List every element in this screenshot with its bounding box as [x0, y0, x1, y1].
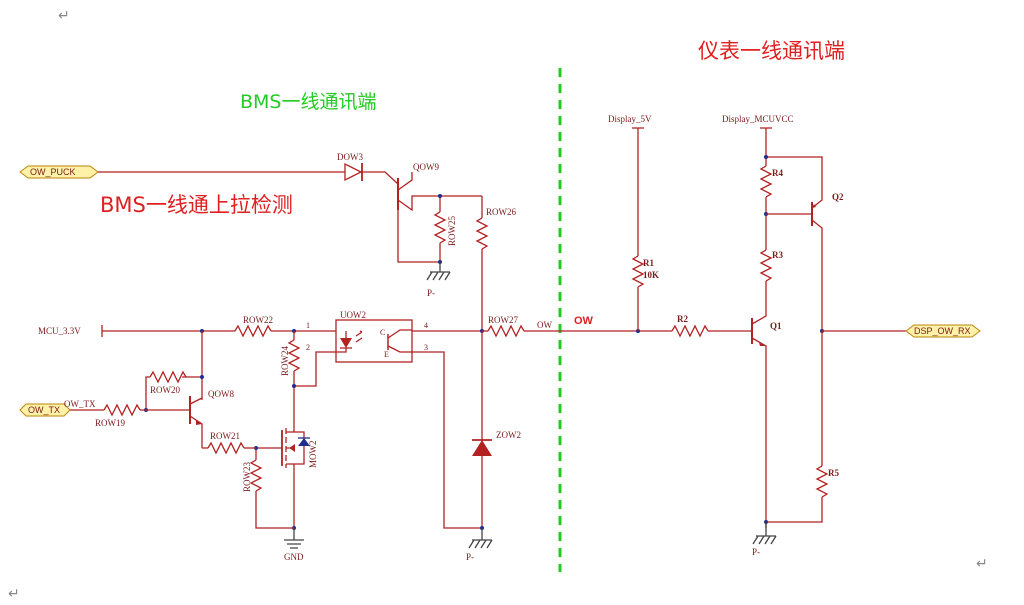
ground-symbol [426, 262, 451, 281]
ow-puck-label: OW_PUCK [30, 167, 76, 177]
return-mark-bottom-left: ↵ [8, 586, 20, 602]
ow-tx-label: OW_TX [28, 405, 60, 415]
mosfet-mow2 [281, 428, 310, 470]
return-mark-bottom-right: ↵ [976, 556, 988, 572]
dow3-label: DOW3 [337, 152, 363, 162]
return-mark-top-left: ↵ [58, 8, 70, 24]
junction [200, 375, 204, 379]
q2-label: Q2 [832, 192, 844, 202]
display-5v-label: Display_5V [608, 114, 652, 124]
resistor-row20 [149, 370, 187, 384]
ground-symbol [752, 522, 777, 545]
uow2-pin3: 3 [424, 343, 428, 352]
row23-label: ROW23 [242, 462, 252, 492]
resistor-row19 [103, 403, 141, 417]
qow8-label: QOW8 [208, 389, 234, 399]
ow-puck-port[interactable]: OW_PUCK [19, 165, 99, 179]
diode-dow3 [344, 162, 363, 182]
p-minus-label-top: P- [427, 288, 435, 298]
resistor-row26 [475, 217, 489, 250]
row19-label: ROW19 [95, 418, 125, 428]
uow2-pin4: 4 [424, 321, 428, 330]
row20-label: ROW20 [150, 385, 180, 395]
uow2-pin2: 2 [306, 343, 310, 352]
uow2-label: UOW2 [340, 310, 366, 320]
junction [438, 194, 442, 198]
ow-tx-port[interactable]: OW_TX [19, 403, 71, 417]
resistor-r1 [631, 255, 645, 288]
resistor-r2 [671, 324, 709, 338]
q1-label: Q1 [770, 321, 782, 331]
transistor-q1 [751, 290, 767, 528]
zow2-label: ZOW2 [496, 430, 521, 440]
optocoupler-uow2 [335, 319, 413, 363]
row27-label: ROW27 [488, 315, 518, 325]
resistor-row22 [234, 324, 272, 338]
junction [764, 155, 768, 159]
bms-one-wire-title: BMS一线通讯端 [240, 91, 377, 113]
transistor-qow8 [189, 396, 203, 448]
row25-label: ROW25 [447, 216, 457, 246]
r4-label: R4 [772, 168, 783, 178]
bms-pullup-detect-title: BMS一线通上拉检测 [100, 193, 293, 217]
gnd-label: GND [284, 552, 304, 562]
uow2-pin-c: C [380, 328, 385, 337]
r5-label: R5 [828, 468, 839, 478]
transistor-qow9 [397, 172, 482, 263]
ow-net-label-right: OW [574, 315, 594, 327]
uow2-pin-e: E [384, 350, 389, 359]
resistor-row27 [487, 324, 525, 338]
resistor-row21 [207, 441, 245, 455]
resistor-r4 [759, 165, 773, 198]
meter-one-wire-title: 仪表一线通讯端 [698, 39, 845, 63]
transistor-q2 [811, 196, 823, 331]
dsp-ow-rx-port[interactable]: DSP_OW_RX [905, 324, 981, 338]
p-minus-label-right: P- [752, 547, 760, 557]
p-minus-label-mid: P- [466, 552, 474, 562]
row21-label: ROW21 [210, 431, 240, 441]
resistor-r5 [815, 465, 829, 498]
ow-net-label-left: OW [537, 320, 552, 330]
resistor-r3 [759, 249, 773, 282]
display-mcuvcc-label: Display_MCUVCC [722, 114, 794, 124]
resistor-row23 [249, 459, 263, 492]
row24-label: ROW24 [280, 346, 290, 376]
row26-label: ROW26 [486, 207, 516, 217]
r1-label: R1 [643, 258, 654, 268]
qow9-label: QOW9 [413, 162, 439, 172]
uow2-pin1: 1 [306, 321, 310, 330]
mcu-3v3-label: MCU_3.3V [38, 326, 81, 336]
resistor-row25 [433, 211, 447, 244]
r3-label: R3 [772, 250, 783, 260]
ow-tx-net-label: OW_TX [64, 399, 96, 409]
r2-label: R2 [677, 314, 688, 324]
r1-value: 10K [643, 270, 659, 280]
row22-label: ROW22 [243, 315, 273, 325]
ground-symbol [284, 528, 304, 549]
junction [292, 384, 296, 388]
ground-symbol [468, 528, 493, 549]
mow2-label: MOW2 [308, 441, 318, 469]
resistor-row24 [287, 339, 301, 372]
zener-zow2 [472, 439, 492, 456]
dsp-ow-rx-label: DSP_OW_RX [914, 326, 971, 336]
